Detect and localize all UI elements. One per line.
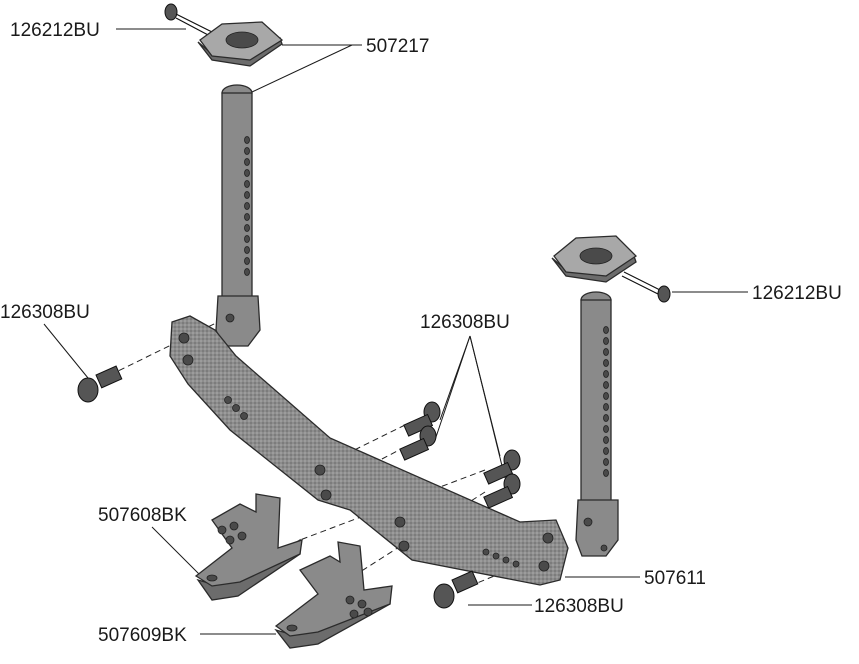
part-labels: 126212BU 507217 126212BU 126308BU 126308… xyxy=(0,20,842,646)
label-plate: 507611 xyxy=(644,568,706,589)
post-left xyxy=(215,84,261,347)
post-hole xyxy=(244,169,250,177)
post-hole xyxy=(603,370,609,378)
post-hole xyxy=(603,414,609,422)
post-hole xyxy=(603,469,609,477)
post-hole xyxy=(603,348,609,356)
post-hole xyxy=(603,447,609,455)
screw-top-left xyxy=(164,3,213,37)
carbon-plate xyxy=(169,315,569,586)
post-hole xyxy=(603,337,609,345)
post-hole xyxy=(603,381,609,389)
screw-right xyxy=(621,271,671,303)
screw-group xyxy=(399,401,521,509)
mount-top xyxy=(197,21,284,67)
post-hole xyxy=(244,213,250,221)
post-hole xyxy=(244,246,250,254)
post-hole xyxy=(603,436,609,444)
post-hole xyxy=(603,403,609,411)
block-left xyxy=(194,493,303,601)
post-hole xyxy=(244,191,250,199)
label-screw-top-left: 126212BU xyxy=(10,20,100,41)
post-hole xyxy=(244,235,250,243)
label-screw-left: 126308BU xyxy=(0,302,90,323)
post-hole xyxy=(244,147,250,155)
label-block-left: 507608BK xyxy=(98,505,187,526)
post-hole xyxy=(244,180,250,188)
post-hole xyxy=(603,425,609,433)
post-hole xyxy=(244,202,250,210)
post-hole xyxy=(603,458,609,466)
post-hole xyxy=(244,257,250,265)
label-block-bottom: 507609BK xyxy=(98,625,187,646)
post-hole xyxy=(603,392,609,400)
post-hole xyxy=(244,158,250,166)
post-hole xyxy=(603,359,609,367)
mount-right xyxy=(551,235,638,283)
post-hole xyxy=(244,268,250,276)
leader-lines xyxy=(43,28,748,635)
post-right xyxy=(575,291,619,557)
label-screw-right: 126212BU xyxy=(752,283,842,304)
screw-left xyxy=(77,365,123,403)
label-mount-top: 507217 xyxy=(366,36,429,57)
post-hole xyxy=(603,326,609,334)
post-hole xyxy=(244,224,250,232)
post-hole xyxy=(244,136,250,144)
label-screw-group: 126308BU xyxy=(420,312,510,333)
label-screw-bottom: 126308BU xyxy=(534,596,624,617)
block-bottom xyxy=(274,541,393,649)
screw-bottom xyxy=(433,570,479,609)
